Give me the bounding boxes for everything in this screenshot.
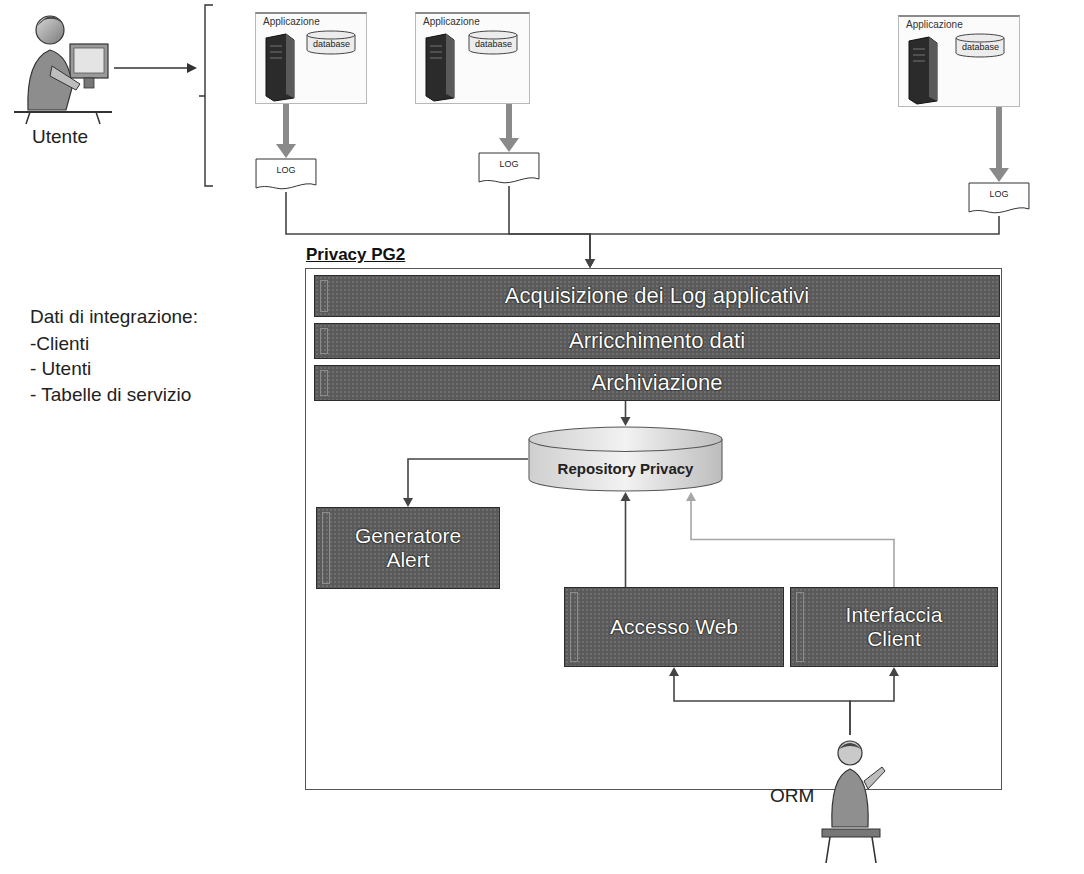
module-box: Interfaccia Client bbox=[790, 587, 998, 667]
node-label: Generatore Alert bbox=[338, 524, 478, 571]
flow-connector bbox=[686, 492, 894, 587]
integration-note: -Clienti bbox=[30, 333, 89, 355]
node-label: database bbox=[313, 32, 350, 49]
server-icon bbox=[262, 32, 298, 102]
arrow-head bbox=[585, 259, 595, 268]
node-label: LOG bbox=[276, 158, 295, 175]
operator-figure: ORM bbox=[770, 735, 892, 870]
integration-note: Dati di integrazione: bbox=[30, 306, 198, 328]
user-label: Utente bbox=[32, 126, 88, 148]
node-label: LOG bbox=[499, 152, 518, 169]
system-frame: Privacy PG2Acquisizione dei Log applicat… bbox=[305, 268, 1002, 790]
arrow-head bbox=[989, 168, 1009, 182]
database-cylinder: database bbox=[955, 33, 1005, 58]
module-box: Generatore Alert bbox=[316, 507, 500, 589]
arrow-head bbox=[621, 492, 631, 501]
node-label: Applicazione bbox=[423, 16, 480, 27]
cylinder-shape bbox=[528, 426, 723, 492]
arrow-head bbox=[669, 667, 679, 676]
process-band: Archiviazione bbox=[314, 365, 1000, 401]
arrow-head bbox=[889, 667, 899, 676]
application-box: Applicazione database bbox=[415, 12, 530, 104]
arrow-head bbox=[585, 259, 595, 268]
flow-connector bbox=[499, 104, 519, 152]
server-icon bbox=[905, 35, 941, 105]
flow-connector bbox=[621, 492, 631, 587]
frame-heading: Privacy PG2 bbox=[306, 245, 405, 265]
log-document: LOG bbox=[968, 182, 1030, 216]
integration-note: - Utenti bbox=[30, 358, 91, 380]
application-box: Applicazione database bbox=[255, 12, 367, 104]
flow-connector bbox=[403, 459, 528, 507]
connector-line bbox=[506, 104, 512, 138]
connector-line bbox=[625, 501, 627, 587]
flow-connector bbox=[850, 667, 899, 735]
module-box: Accesso Web bbox=[564, 587, 784, 667]
flow-connector bbox=[669, 667, 850, 735]
user-figure bbox=[14, 16, 112, 124]
node-label: Archiviazione bbox=[592, 370, 723, 396]
arrow-head bbox=[499, 138, 519, 152]
node-label: Accesso Web bbox=[604, 615, 744, 639]
node-label: database bbox=[475, 32, 512, 49]
document-shape bbox=[255, 158, 317, 192]
database-cylinder: database bbox=[468, 30, 518, 55]
arrow-head bbox=[403, 498, 413, 507]
arrow-head bbox=[686, 492, 696, 501]
node-label: LOG bbox=[989, 182, 1008, 199]
arrow-head bbox=[585, 259, 595, 268]
database-cylinder: database bbox=[306, 30, 356, 55]
connector-line bbox=[408, 459, 528, 498]
flow-connector bbox=[276, 104, 296, 158]
flow-connector bbox=[585, 216, 999, 268]
connector-line bbox=[674, 676, 850, 735]
group-bracket bbox=[199, 5, 213, 186]
node-label: database bbox=[962, 35, 999, 52]
log-document: LOG bbox=[478, 152, 540, 186]
arrow-head bbox=[621, 417, 631, 426]
user-arrow bbox=[114, 63, 197, 73]
server-icon bbox=[422, 32, 458, 102]
repository-cylinder: Repository Privacy bbox=[528, 426, 723, 492]
connector-line bbox=[509, 186, 590, 259]
log-document: LOG bbox=[255, 158, 317, 192]
integration-note: - Tabelle di servizio bbox=[30, 384, 191, 406]
node-label: Interfaccia Client bbox=[824, 603, 964, 650]
operator-icon bbox=[818, 737, 888, 867]
process-band: Arricchimento dati bbox=[314, 323, 1000, 359]
connector-line bbox=[590, 216, 999, 259]
process-band: Acquisizione dei Log applicativi bbox=[314, 275, 1000, 317]
operator-label: ORM bbox=[770, 785, 814, 807]
connector-line bbox=[283, 104, 289, 144]
application-box: Applicazione database bbox=[898, 15, 1020, 107]
document-shape bbox=[968, 182, 1030, 216]
flow-connector bbox=[286, 192, 595, 268]
arrow-head bbox=[276, 144, 296, 158]
node-label: Applicazione bbox=[906, 19, 963, 30]
node-label: Acquisizione dei Log applicativi bbox=[505, 283, 810, 309]
node-label: Arricchimento dati bbox=[569, 328, 745, 354]
connector-line bbox=[996, 107, 1002, 168]
node-label: Repository Privacy bbox=[558, 442, 694, 477]
document-shape bbox=[478, 152, 540, 186]
flow-connector bbox=[621, 401, 631, 426]
connector-line bbox=[691, 501, 894, 587]
flow-connector bbox=[509, 186, 595, 268]
connector-line bbox=[850, 676, 894, 735]
connector-line bbox=[625, 401, 627, 417]
flow-connector bbox=[989, 107, 1009, 182]
node-label: Applicazione bbox=[263, 16, 320, 27]
